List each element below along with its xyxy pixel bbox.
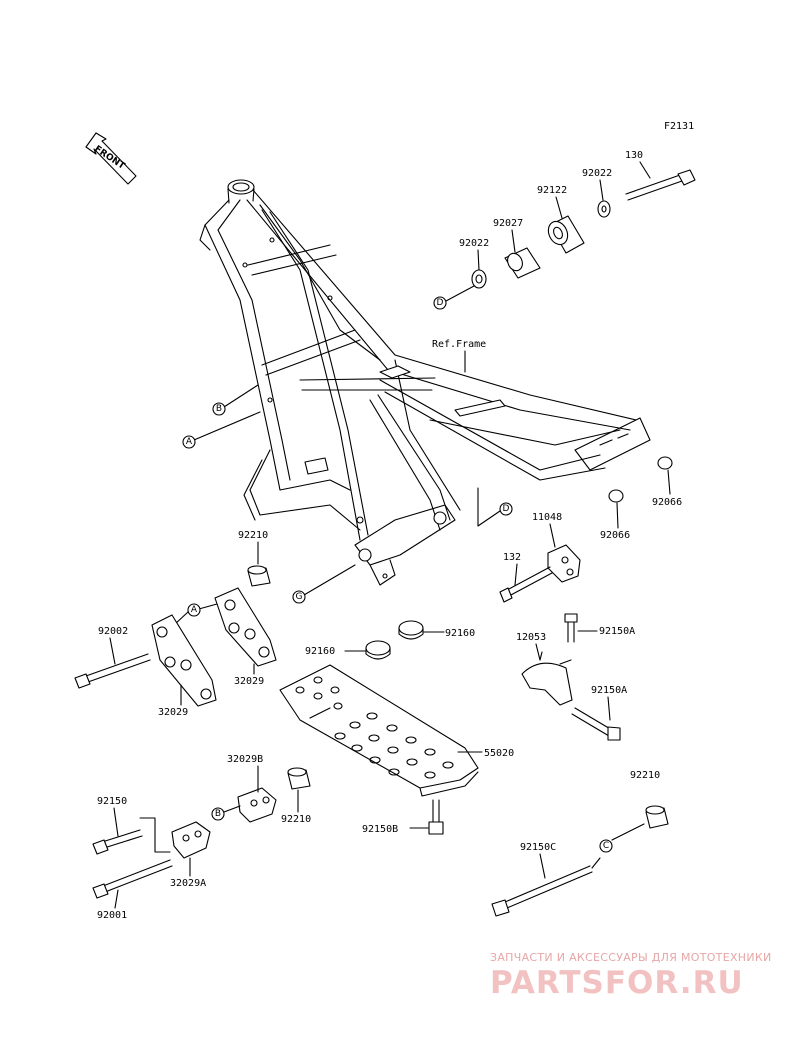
skid-plate-55020 [279, 664, 479, 797]
part-label-92210-top: 92210 [238, 530, 268, 541]
washer-92022-mid [471, 269, 487, 289]
bracket-12053 [521, 651, 573, 706]
part-label-32029A: 32029A [170, 878, 206, 889]
bolt-92001 [92, 859, 173, 899]
part-label-92210-right: 92210 [630, 770, 660, 781]
bolt-92002 [74, 653, 151, 689]
bracket-leader-group [139, 817, 171, 853]
svg-text:C: C [603, 841, 609, 851]
bolt-130 [625, 169, 696, 201]
bolt-92150B [428, 799, 444, 835]
part-label-92150: 92150 [97, 796, 127, 807]
svg-text:A: A [191, 605, 198, 615]
part-label-92027: 92027 [493, 218, 523, 229]
spacer-92027 [504, 247, 541, 279]
plug-92160-right [398, 620, 424, 640]
callout-a-frame: A [182, 411, 261, 449]
part-label-92160-right: 92160 [445, 628, 475, 639]
part-label-92002: 92002 [98, 626, 128, 637]
part-label-92210-bottom: 92210 [281, 814, 311, 825]
svg-text:B: B [216, 404, 222, 414]
watermark-logo: PARTSFOR.RU [490, 965, 744, 1001]
part-label-92066-mid: 92066 [600, 530, 630, 541]
part-label-92150A-top: 92150A [599, 626, 635, 637]
svg-text:G: G [296, 592, 303, 602]
bolt-92150 [92, 829, 143, 855]
part-label-32029B: 32029B [227, 754, 263, 765]
bracket-32029-left [151, 614, 217, 707]
collar-92210-top [247, 565, 271, 587]
part-label-32029-right: 32029 [234, 676, 264, 687]
callout-b-frame: B [212, 384, 259, 416]
plug-92160-left [365, 640, 391, 660]
plug-92066-right [657, 456, 673, 470]
collar-92210-right [645, 805, 669, 829]
collar-92210-bottom [287, 767, 311, 790]
bolt-92150A-bottom [571, 707, 621, 741]
callout-c-bolt: C [591, 823, 645, 869]
frame-drawing [199, 179, 651, 586]
part-label-92150C: 92150C [520, 842, 556, 853]
part-label-92066-right: 92066 [652, 497, 682, 508]
front-arrow-icon: FRONT [85, 132, 137, 185]
part-label-92022-top: 92022 [582, 168, 612, 179]
plug-92066-mid [608, 489, 624, 503]
part-label-55020: 55020 [484, 748, 514, 759]
callout-d-frame: D [477, 487, 513, 527]
watermark-tagline: ЗАПЧАСТИ И АКСЕССУАРЫ ДЛЯ МОТОТЕХНИКИ [490, 951, 772, 964]
bracket-32029A [171, 821, 211, 859]
ref-frame-label: Ref.Frame [432, 339, 486, 350]
callout-d-spacer: D [433, 285, 475, 310]
part-label-92160-left: 92160 [305, 646, 335, 657]
svg-text:D: D [503, 504, 510, 514]
bolt-92150C [491, 865, 593, 917]
part-label-32029-left: 32029 [158, 707, 188, 718]
part-label-92150B: 92150B [362, 824, 398, 835]
bracket-11048 [547, 544, 581, 583]
part-label-132: 132 [503, 552, 521, 563]
bolt-132 [499, 566, 553, 603]
callout-a-bracket: A [173, 603, 218, 626]
svg-text:D: D [437, 298, 444, 308]
svg-text:A: A [186, 437, 193, 447]
part-label-92122: 92122 [537, 185, 567, 196]
part-label-130: 130 [625, 150, 643, 161]
bushing-92122 [547, 215, 585, 254]
part-label-92022-mid: 92022 [459, 238, 489, 249]
bracket-32029-right [214, 587, 277, 667]
callout-g-frame: G [292, 564, 356, 604]
part-label-11048: 11048 [532, 512, 562, 523]
part-label-12053: 12053 [516, 632, 546, 643]
callout-b-bracket: B [211, 805, 241, 821]
bracket-32029B [237, 787, 277, 823]
svg-text:B: B [215, 809, 221, 819]
bolt-92150A-top [564, 613, 578, 643]
diagram-code: F2131 [664, 121, 694, 132]
washer-92022-top [597, 200, 611, 218]
part-label-92001: 92001 [97, 910, 127, 921]
part-label-92150A-bottom: 92150A [591, 685, 627, 696]
